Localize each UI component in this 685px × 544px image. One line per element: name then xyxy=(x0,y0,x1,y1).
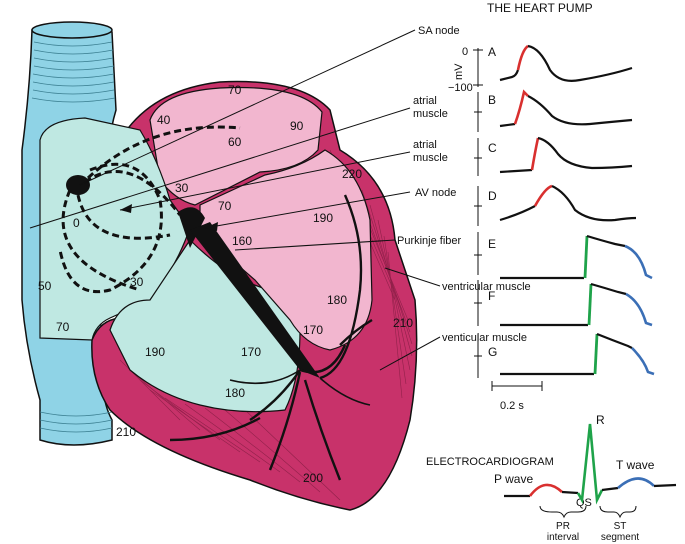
heart-number: 50 xyxy=(38,279,52,293)
arrowhead xyxy=(205,222,218,231)
heart-number: 60 xyxy=(228,135,242,149)
heart-number: 90 xyxy=(290,119,304,133)
label-ventricular-muscle: ventricular muscle xyxy=(442,281,531,293)
heart-number: 30 xyxy=(175,181,189,195)
heart-number: 210 xyxy=(116,425,136,439)
heart-number: 180 xyxy=(327,293,347,307)
heart-number: 70 xyxy=(228,83,242,97)
heart-number: 160 xyxy=(232,234,252,248)
ecg-p-wave xyxy=(528,483,563,497)
heart-number: 210 xyxy=(393,316,413,330)
heart-number: 170 xyxy=(303,323,323,337)
heart-number: 30 xyxy=(130,275,144,289)
trace-b xyxy=(499,122,516,128)
trace-label-a: A xyxy=(488,45,496,59)
st-segment-brace xyxy=(599,505,637,519)
time-scale-bar xyxy=(491,381,543,391)
trace-label-e: E xyxy=(488,237,496,251)
ecg-p-wave-label: P wave xyxy=(494,472,533,486)
heart-number: 200 xyxy=(303,471,323,485)
heart-timing-numbers: 70 40 90 60 30 220 0 70 190 160 50 30 18… xyxy=(38,83,413,485)
conduction-system xyxy=(58,125,373,481)
trace-label-b: B xyxy=(488,93,496,107)
ecg-t-wave xyxy=(617,477,655,489)
axis-unit-label: mV xyxy=(453,63,465,80)
label-av-node: AV node xyxy=(415,187,456,199)
ecg-title: ELECTROCARDIOGRAM xyxy=(426,456,554,468)
bundle-of-his xyxy=(190,222,320,378)
trace-a xyxy=(499,69,520,82)
scale-bar-label: 0.2 s xyxy=(500,400,524,412)
trace-label-g: G xyxy=(488,345,497,359)
heart-number: 70 xyxy=(218,199,232,213)
pr-interval-brace xyxy=(539,505,587,519)
heart-number: 190 xyxy=(313,211,333,225)
purkinje-fibers xyxy=(169,194,373,481)
bachmann-bundle xyxy=(86,125,241,180)
ecg-st-segment xyxy=(601,486,619,492)
heart-number: 220 xyxy=(342,167,362,181)
av-node xyxy=(178,207,205,248)
heart-number: 40 xyxy=(157,113,171,127)
trace-d xyxy=(499,205,536,222)
ecg-r-label: R xyxy=(596,413,605,427)
internodal-pathways xyxy=(61,169,182,292)
trace-label-d: D xyxy=(488,189,497,203)
ecg-pr-segment xyxy=(561,490,579,495)
label-venticular-muscle: venticular muscle xyxy=(442,332,527,344)
label-purkinje-fiber: Purkinje fiber xyxy=(397,235,462,247)
heart-number: 170 xyxy=(241,345,261,359)
axis-top-label: 0 xyxy=(462,46,468,58)
dashed-ring xyxy=(58,162,163,294)
trace-c xyxy=(499,168,533,174)
ecg-baseline-post xyxy=(653,483,677,488)
ecg-qs-label: QS xyxy=(576,497,592,509)
heart-number: 70 xyxy=(56,320,70,334)
ecg-qrs xyxy=(576,423,604,505)
callout-lines xyxy=(29,29,441,371)
heart-number: 0 xyxy=(73,216,80,230)
ecg-t-wave-label: T wave xyxy=(616,458,655,472)
diagram-title: THE HEART PUMP xyxy=(487,1,593,15)
heart-number: 190 xyxy=(145,345,165,359)
action-potential-traces: 0 −100 mV A B C D E F G xyxy=(448,44,655,412)
label-sa-node: SA node xyxy=(418,25,460,37)
trace-label-f: F xyxy=(488,289,495,303)
heart-number: 180 xyxy=(225,386,245,400)
atrium-pink xyxy=(149,86,323,206)
trace-label-c: C xyxy=(488,141,497,155)
sa-node xyxy=(66,175,90,195)
arrowhead xyxy=(120,204,132,213)
axis-bottom-label: −100 xyxy=(448,82,473,94)
